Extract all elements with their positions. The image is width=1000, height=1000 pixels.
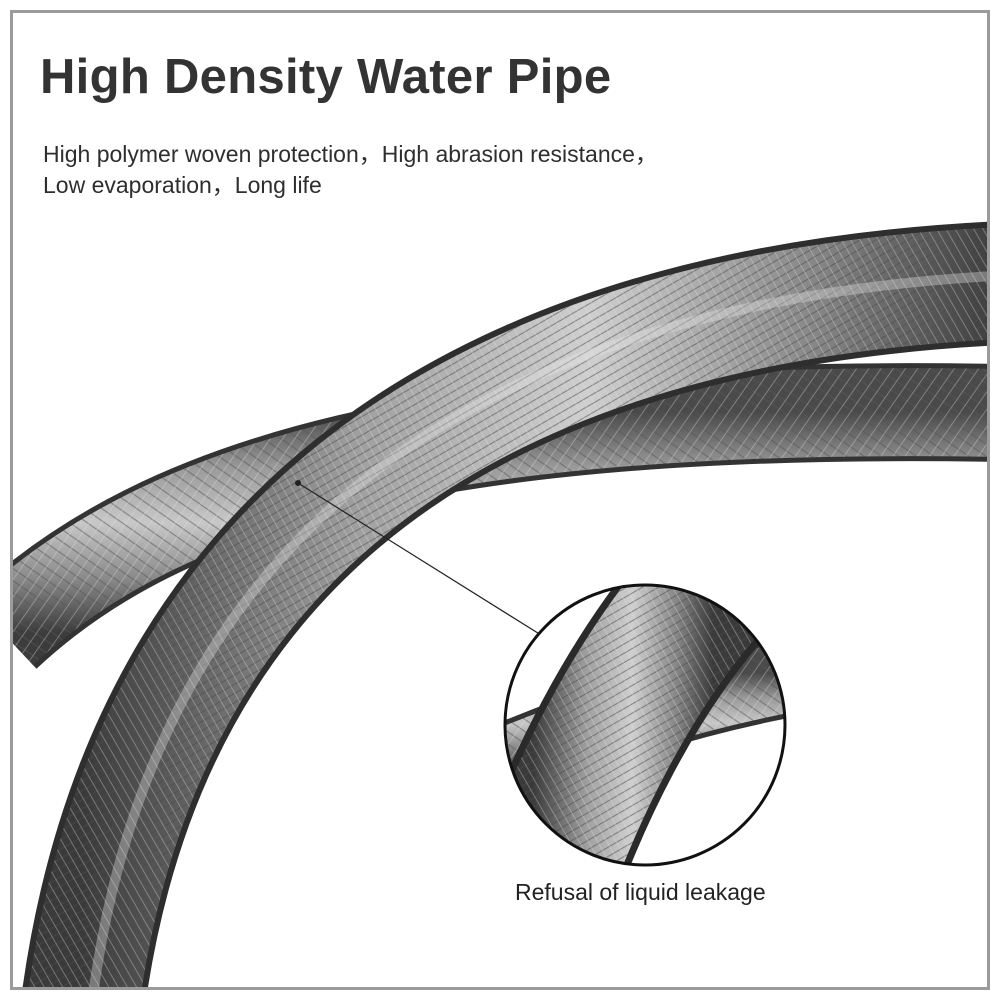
zoom-detail-circle bbox=[503, 583, 787, 867]
image-frame: High Density Water Pipe High polymer wov… bbox=[10, 10, 990, 990]
page-title: High Density Water Pipe bbox=[40, 50, 612, 104]
callout-leader-line bbox=[297, 482, 542, 636]
front-hose bbox=[22, 221, 987, 987]
braided-hose-illustration bbox=[13, 221, 987, 987]
zoom-caption: Refusal of liquid leakage bbox=[515, 879, 766, 905]
feature-line-1: High polymer woven protection，High abras… bbox=[43, 141, 658, 167]
feature-description: High polymer woven protection，High abras… bbox=[43, 139, 658, 201]
callout-anchor-dot bbox=[295, 480, 301, 486]
feature-line-2: Low evaporation，Long life bbox=[43, 172, 322, 198]
